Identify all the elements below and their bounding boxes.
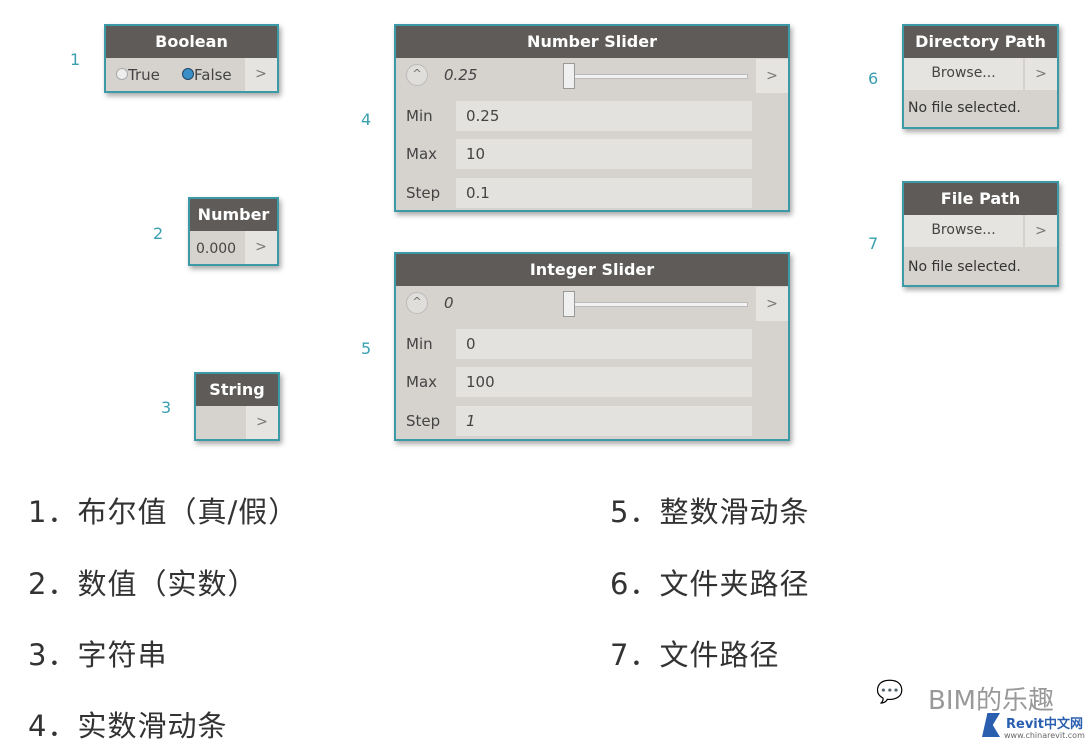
marker-7: 7 <box>868 234 879 253</box>
revit-logo-icon <box>982 713 1000 737</box>
boolean-node[interactable]: Boolean True False > <box>104 24 279 93</box>
watermark-text: BIM的乐趣 <box>928 686 1054 716</box>
number-slider-node[interactable]: Number Slider ^ 0.25 > Min 0.25 Max 10 Ste… <box>394 24 790 212</box>
node-title: Integer Slider <box>396 254 788 286</box>
marker-4: 4 <box>361 110 372 129</box>
min-label: Min <box>406 335 433 353</box>
output-port[interactable]: > <box>246 406 278 439</box>
min-input[interactable]: 0.25 <box>456 101 752 131</box>
output-port[interactable]: > <box>245 58 277 91</box>
number-input[interactable]: 0.000 <box>196 241 237 257</box>
max-input[interactable]: 10 <box>456 139 752 169</box>
collapse-icon[interactable]: ^ <box>406 292 428 314</box>
directory-path-node[interactable]: Directory Path Browse... > No file selec… <box>902 24 1059 129</box>
output-port[interactable]: > <box>1025 58 1057 90</box>
node-title: Number <box>190 199 277 231</box>
browse-button[interactable]: Browse... <box>904 215 1023 247</box>
step-input[interactable]: 0.1 <box>456 178 752 208</box>
max-label: Max <box>406 373 438 391</box>
collapse-icon[interactable]: ^ <box>406 64 428 86</box>
caption-1: 1．布尔值（真/假） <box>28 495 299 529</box>
output-port[interactable]: > <box>245 231 277 264</box>
slider-track[interactable] <box>566 74 748 79</box>
revit-logo-text: Revit中文网 <box>1006 717 1083 732</box>
max-label: Max <box>406 145 438 163</box>
status-text: No file selected. <box>908 100 1021 116</box>
integer-slider-node[interactable]: Integer Slider ^ 0 > Min 0 Max 100 Step 1 <box>394 252 790 441</box>
caption-3: 3．字符串 <box>28 638 168 672</box>
marker-3: 3 <box>161 398 172 417</box>
step-label: Step <box>406 412 441 430</box>
radio-false[interactable]: False <box>182 66 232 84</box>
step-label: Step <box>406 184 441 202</box>
node-title: String <box>196 374 278 406</box>
node-title: Number Slider <box>396 26 788 58</box>
caption-2: 2．数值（实数） <box>28 567 258 601</box>
string-node[interactable]: String > <box>194 372 280 441</box>
output-port[interactable]: > <box>756 59 788 93</box>
min-input[interactable]: 0 <box>456 329 752 359</box>
caption-5: 5．整数滑动条 <box>610 495 810 529</box>
marker-6: 6 <box>868 69 879 88</box>
min-label: Min <box>406 107 433 125</box>
wechat-icon: 💬 <box>876 680 904 705</box>
node-title: Boolean <box>106 26 277 58</box>
browse-button[interactable]: Browse... <box>904 58 1023 90</box>
marker-5: 5 <box>361 339 372 358</box>
marker-1: 1 <box>70 50 81 69</box>
file-path-node[interactable]: File Path Browse... > No file selected. <box>902 181 1059 287</box>
caption-7: 7．文件路径 <box>610 638 780 672</box>
slider-thumb[interactable] <box>563 291 575 317</box>
revit-url: www.chinarevit.com <box>1004 731 1085 740</box>
slider-value[interactable]: 0 <box>444 294 454 312</box>
number-node[interactable]: Number 0.000 > <box>188 197 279 266</box>
slider-value[interactable]: 0.25 <box>444 66 478 84</box>
marker-2: 2 <box>153 224 164 243</box>
output-port[interactable]: > <box>1025 215 1057 247</box>
slider-thumb[interactable] <box>563 63 575 89</box>
output-port[interactable]: > <box>756 287 788 321</box>
caption-4: 4．实数滑动条 <box>28 709 228 743</box>
caption-6: 6．文件夹路径 <box>610 567 810 601</box>
node-title: Directory Path <box>904 26 1057 58</box>
node-title: File Path <box>904 183 1057 215</box>
string-input[interactable] <box>200 410 244 436</box>
step-input[interactable]: 1 <box>456 406 752 436</box>
status-text: No file selected. <box>908 259 1021 275</box>
max-input[interactable]: 100 <box>456 367 752 397</box>
slider-track[interactable] <box>566 302 748 307</box>
radio-true[interactable]: True <box>116 66 160 84</box>
